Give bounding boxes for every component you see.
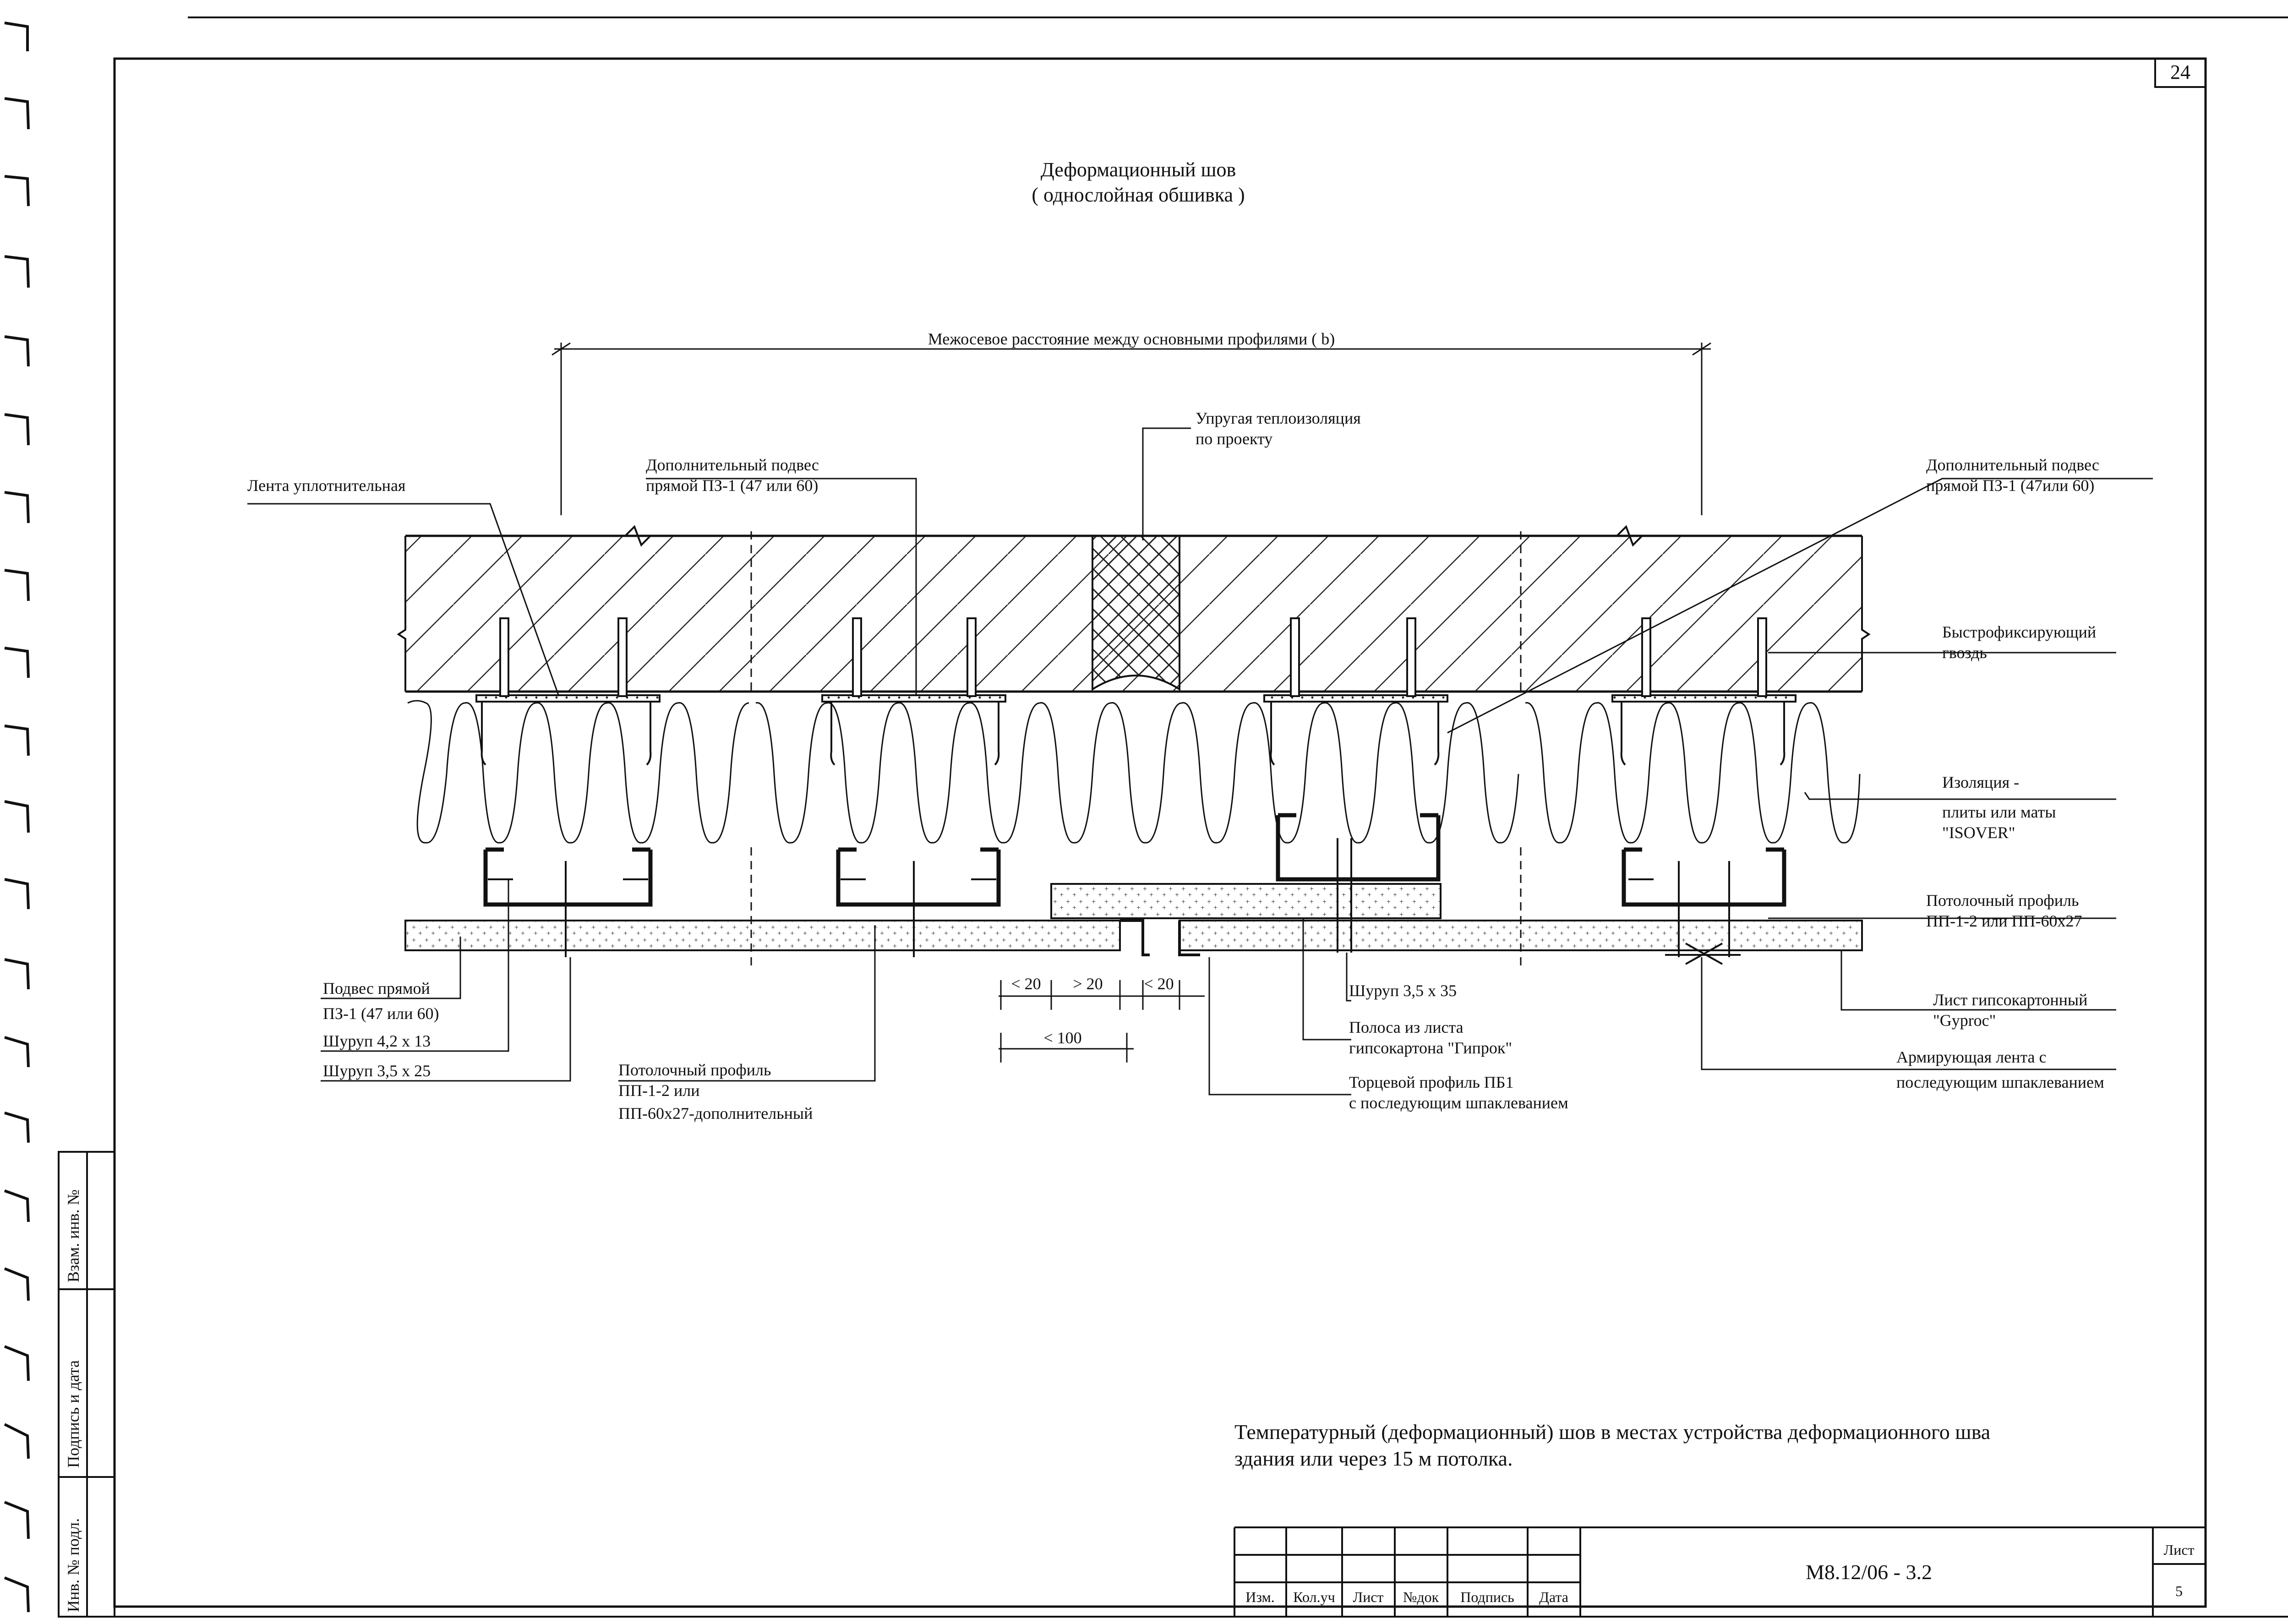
label-ceiling-profile-right-1: Потолочный профиль (1926, 891, 2079, 910)
label-reinforcing-tape-1: Армирующая лента с (1896, 1048, 2047, 1066)
dim-less-100: < 100 (1043, 1029, 1081, 1047)
label-gypsum-strip-1: Полоса из листа (1349, 1018, 1463, 1036)
label-gypsum-strip-2: гипсокартона "Гипрок" (1349, 1039, 1512, 1057)
stamp-inv: Инв. № подл. (64, 1518, 82, 1612)
label-reinforcing-tape-2: последующим шпаклеванием (1896, 1073, 2104, 1091)
label-add-hanger-right-2: прямой ПЗ-1 (47или 60) (1926, 476, 2094, 495)
label-isover-2: плиты или маты (1942, 803, 2056, 821)
gypsum-board (404, 919, 1863, 956)
reinforcing-tape (1665, 943, 1741, 965)
tb-col-data: Дата (1539, 1589, 1568, 1605)
small-dimensions (999, 980, 1205, 1063)
label-gypsum-board-2: "Gyproc" (1933, 1011, 1996, 1030)
tb-col-podpis: Подпись (1460, 1589, 1514, 1605)
sheet-number-box: 24 (2154, 58, 2206, 88)
label-ceiling-profile-left-3: ПП-60х27-дополнительный (618, 1104, 813, 1123)
label-gypsum-board-1: Лист гипсокартонный (1933, 991, 2087, 1009)
title-block (1234, 1526, 2206, 1617)
leader-lines (247, 427, 2153, 1095)
label-sealing-tape: Лента уплотнительная (247, 476, 405, 495)
label-nail-2: гвоздь (1942, 643, 1987, 662)
drawing-title: Деформационный шов (1041, 158, 1236, 181)
tb-col-kolvo: Кол.уч (1293, 1589, 1335, 1605)
document-code: М8.12/06 - 3.2 (1806, 1560, 1932, 1584)
elastic-insulation-joint (1092, 535, 1180, 691)
label-isover-1: Изоляция - (1942, 773, 2019, 791)
dim-more-20: > 20 (1073, 975, 1103, 993)
sheet-top-number: 24 (2170, 61, 2190, 83)
dimension-axis-label: Межосевое расстояние между основными про… (928, 330, 1335, 348)
side-stamp (58, 1151, 115, 1618)
tb-col-ndok: №док (1403, 1589, 1439, 1605)
stamp-vzam: Взам. инв. № (64, 1189, 82, 1282)
label-isover-3: "ISOVER" (1942, 823, 2015, 842)
hanger-assembly-2 (821, 617, 1006, 957)
label-hanger-1: Подвес прямой (323, 979, 430, 997)
insulation-layer (405, 694, 1862, 845)
label-screw-42x13: Шуруп 4,2 х 13 (323, 1032, 431, 1050)
hanger-assembly-3 (1263, 617, 1448, 953)
label-ceiling-profile-left-1: Потолочный профиль (618, 1061, 771, 1079)
hanger-assembly-4 (1611, 617, 1797, 957)
label-nail-1: Быстрофиксирующий (1942, 623, 2096, 641)
tb-col-izm: Изм. (1245, 1589, 1275, 1605)
label-ceiling-profile-right-2: ПП-1-2 или ПП-60х27 (1926, 912, 2082, 930)
label-hanger-2: ПЗ-1 (47 или 60) (323, 1004, 439, 1023)
label-screw-35x35: Шуруп 3,5 х 35 (1349, 981, 1457, 1000)
label-add-hanger-left-2: прямой ПЗ-1 (47 или 60) (646, 476, 818, 495)
label-ceiling-profile-left-2: ПП-1-2 или (618, 1081, 699, 1100)
sheet-label: Лист (2163, 1542, 2194, 1558)
sheet-number: 5 (2175, 1583, 2183, 1599)
binding-marks (4, 22, 30, 1613)
drawing-subtitle: ( однослойная обшивка ) (1032, 184, 1245, 206)
stamp-podpis: Подпись и дата (64, 1360, 82, 1468)
label-end-profile-1: Торцевой профиль ПБ1 (1349, 1073, 1513, 1091)
break-lines (750, 531, 1522, 966)
gypsum-strip (1050, 883, 1442, 919)
label-add-hanger-right-1: Дополнительный подвес (1926, 456, 2099, 474)
dim-less-20-b: < 20 (1144, 975, 1174, 993)
note-line-1: Температурный (деформационный) шов в мес… (1234, 1420, 1990, 1444)
note-line-2: здания или через 15 м потолка. (1234, 1447, 1513, 1470)
label-elastic-insulation-1: Упругая теплоизоляция (1196, 409, 1361, 427)
label-elastic-insulation-2: по проекту (1196, 430, 1272, 448)
label-end-profile-2: с последующим шпаклеванием (1349, 1094, 1568, 1112)
label-add-hanger-left-1: Дополнительный подвес (646, 456, 819, 474)
sheet-frame (113, 16, 2288, 1618)
label-screw-35x25: Шуруп 3,5 х 25 (323, 1062, 431, 1080)
dim-less-20-a: < 20 (1011, 975, 1041, 993)
dimension-axis-distance (552, 342, 1711, 515)
tb-col-list: Лист (1353, 1589, 1383, 1605)
